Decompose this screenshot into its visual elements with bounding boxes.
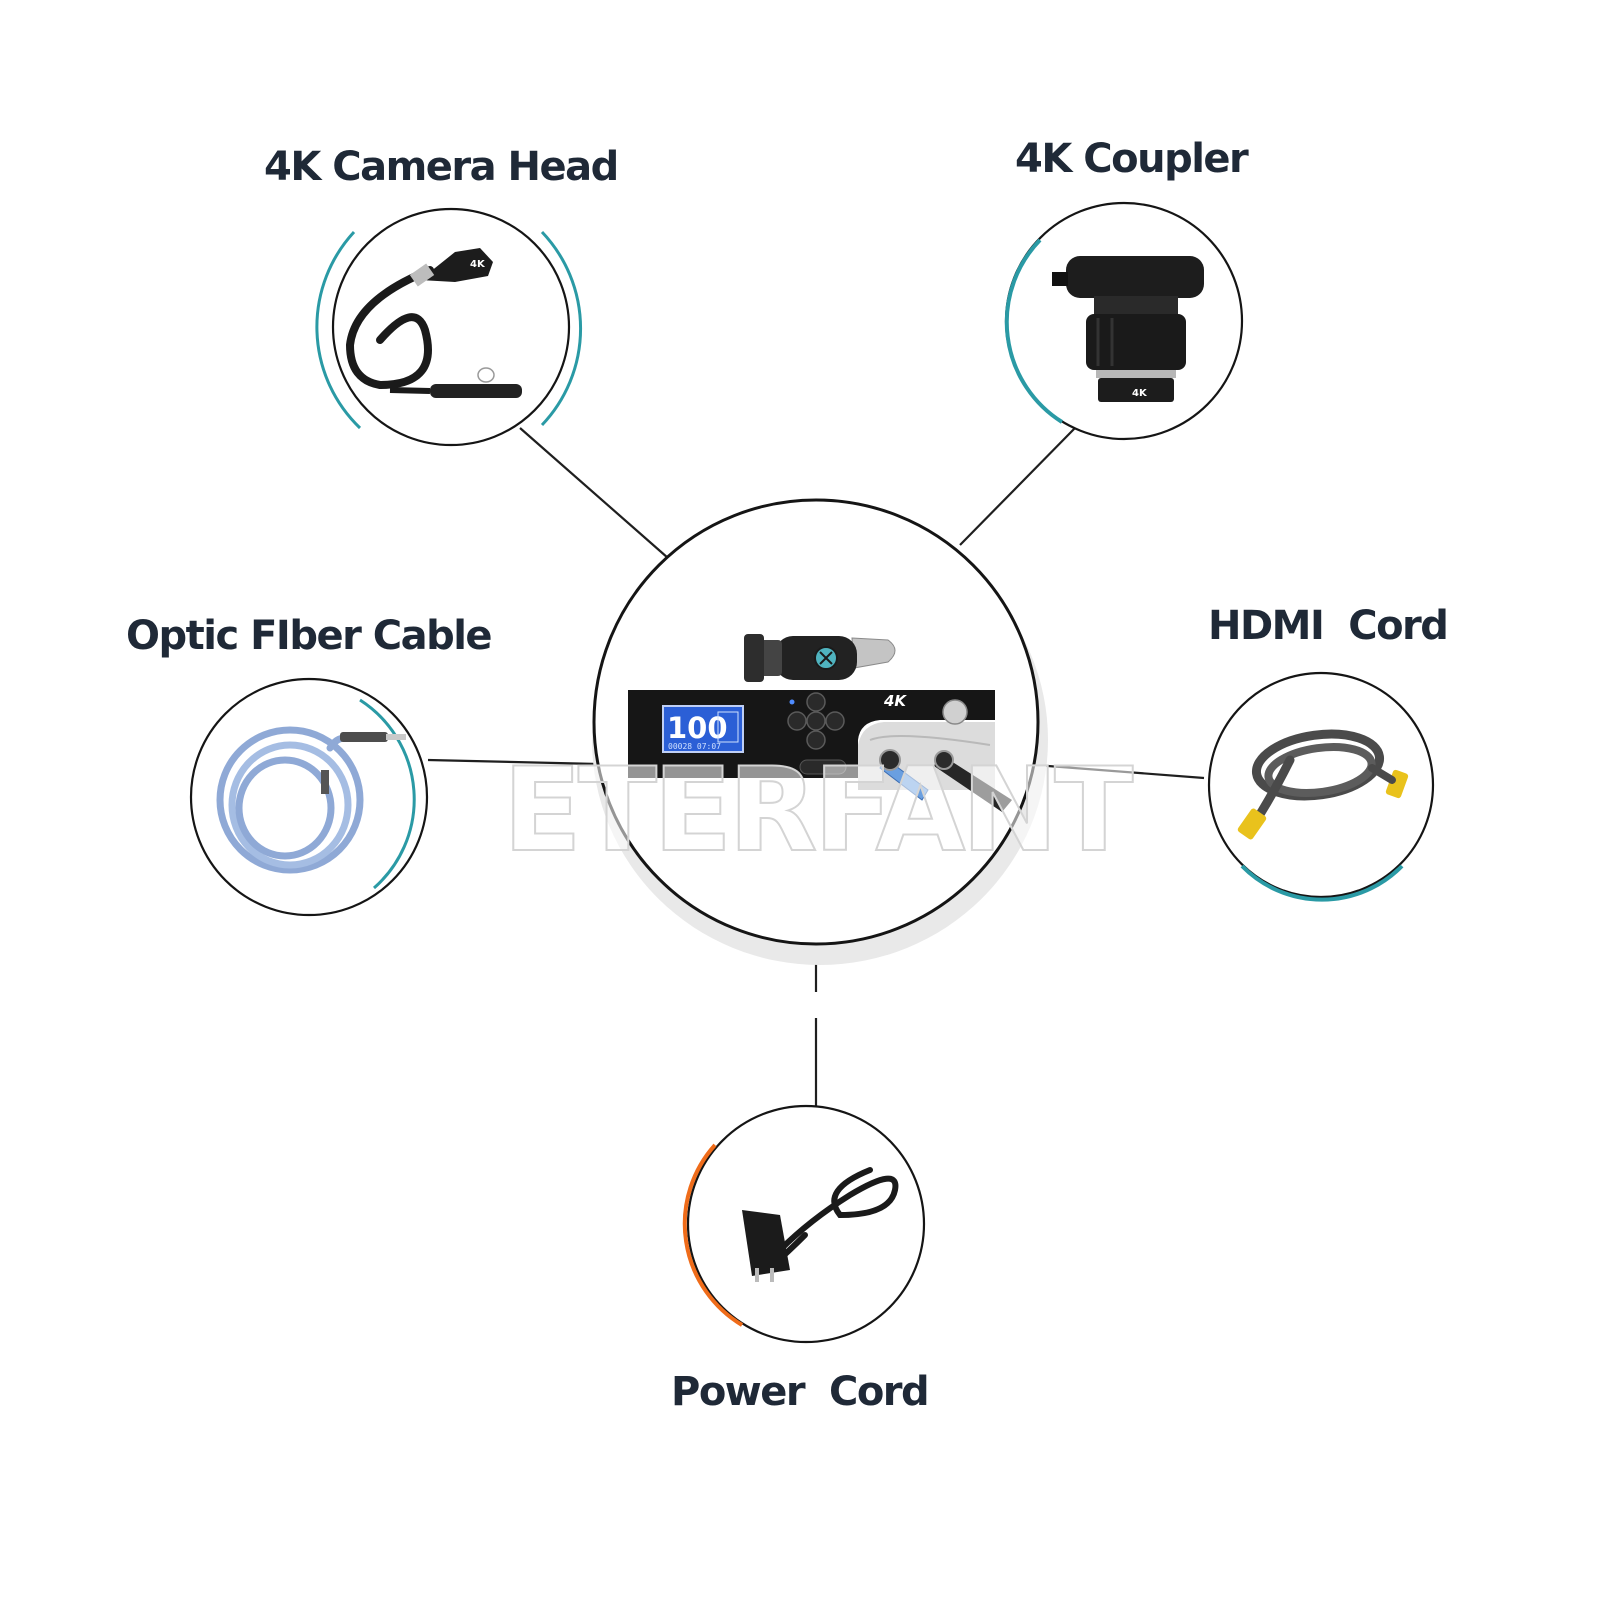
power-image — [742, 1167, 899, 1282]
coupler-image: 4K — [1052, 256, 1204, 402]
hub-control-unit: 100 00028 07:07 4K — [628, 690, 1012, 812]
connector-coupler — [959, 427, 1076, 546]
hdmi-image — [1237, 729, 1409, 840]
hub-screen-value: 100 — [667, 711, 728, 745]
center-hub: 100 00028 07:07 4K — [592, 498, 1048, 965]
optic-fiber-accent — [359, 698, 416, 890]
node-power — [682, 1104, 926, 1344]
connector-camera — [519, 427, 669, 559]
camera-head-image: 4K — [345, 248, 522, 398]
power-label: Power Cord — [671, 1369, 930, 1415]
hdmi-accent — [1240, 864, 1404, 902]
power-led-icon — [789, 699, 795, 705]
watermark-text: ETERFANT — [503, 743, 1134, 878]
hub-4k-badge: 4K — [883, 692, 907, 710]
optic-fiber-label: Optic FIber Cable — [126, 613, 493, 659]
camera-head-accent-right — [540, 230, 583, 427]
optic-fiber-circle — [189, 677, 429, 917]
optic-fiber-image — [216, 726, 406, 874]
connector-fiber — [427, 758, 599, 766]
coupler-badge: 4K — [1132, 388, 1148, 399]
camera-head-label: 4K Camera Head — [264, 144, 619, 190]
hub-screen — [662, 705, 744, 753]
hdmi-label: HDMI Cord — [1208, 603, 1449, 649]
node-hdmi — [1207, 671, 1435, 902]
node-optic-fiber — [189, 677, 429, 917]
coupler-label: 4K Coupler — [1015, 136, 1249, 182]
hub-nav-pad — [787, 692, 845, 750]
camera-head-accent-left — [315, 230, 362, 430]
camera-head-badge: 4K — [470, 259, 486, 270]
camera-head-circle — [331, 207, 571, 447]
node-camera-head: 4K — [315, 207, 583, 447]
coupler-accent — [1004, 238, 1064, 424]
node-coupler: 4K — [1004, 201, 1244, 441]
hub-screen-small-text: 00028 07:07 — [668, 742, 721, 751]
hdmi-circle — [1207, 671, 1435, 899]
power-accent — [682, 1143, 744, 1327]
hub-camera-head — [744, 634, 896, 682]
hub-logo-icon — [942, 699, 968, 725]
connector-lines — [427, 427, 1205, 1106]
connector-hdmi — [1034, 763, 1205, 780]
